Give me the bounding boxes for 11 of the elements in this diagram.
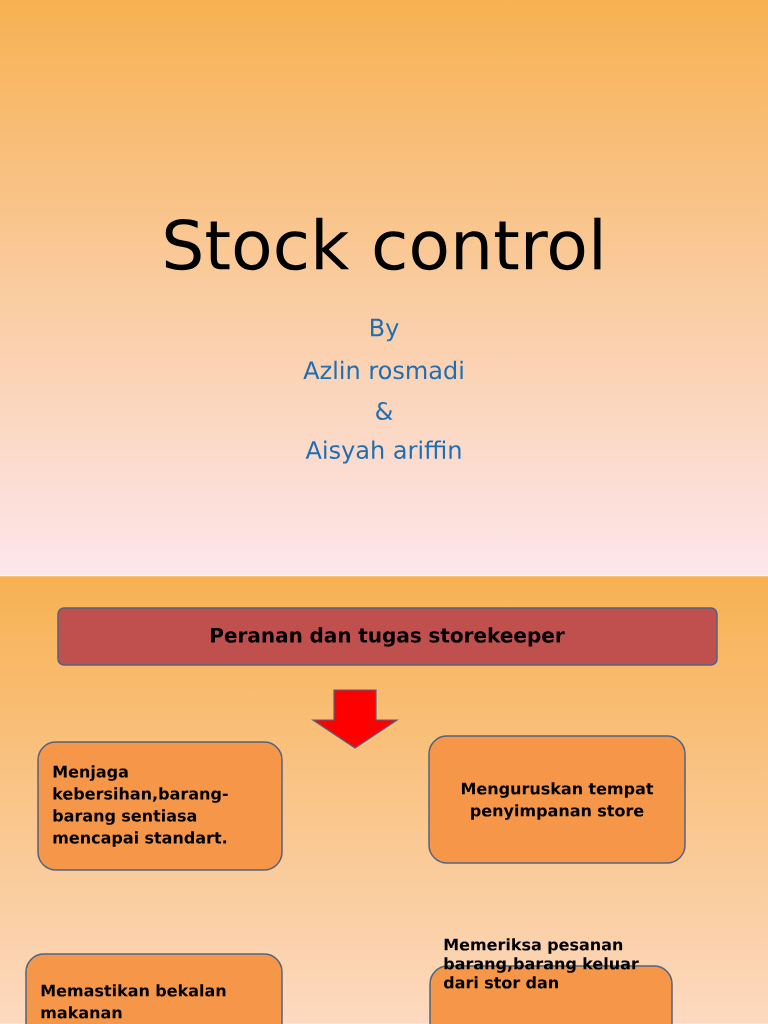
- task-box: Memastikan bekalan makanan: [25, 953, 283, 1024]
- task-box: Memeriksa pesanan barang,barang keluar dari stor dan: [429, 938, 673, 1024]
- subtitle-text: &: [376, 401, 393, 421]
- task-box: Menguruskan tempat penyimpanan store: [428, 735, 686, 864]
- subtitle-text: Azlin rosmadi: [303, 360, 463, 380]
- node-label: Memeriksa pesanan: [444, 938, 623, 954]
- subtitle-text: By: [371, 318, 399, 342]
- task-box: Menjaga kebersihan,barang-barang sentiasa mencapai standart.: [37, 741, 283, 871]
- subtitle-text: Aisyah ariffin: [305, 440, 461, 464]
- header-box: Peranan dan tugas storekeeper: [57, 607, 718, 666]
- slide-title: Stock control: [165, 217, 601, 271]
